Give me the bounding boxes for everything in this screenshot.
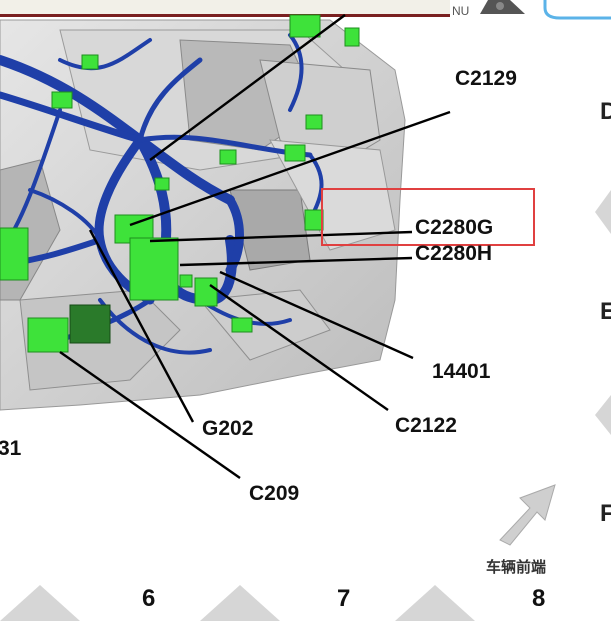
highlight-box (321, 188, 535, 246)
leader-lines (59, 14, 451, 479)
label-c2122: C2122 (395, 414, 457, 437)
label-c209: C209 (249, 482, 300, 505)
vehicle-front-arrow-icon (499, 484, 556, 546)
label-c2280g: C2280G (415, 216, 494, 239)
top-strip-fragment: NU (452, 4, 470, 18)
column-6: 6 (142, 585, 156, 612)
connector-14401-body (194, 277, 218, 307)
top-right-icon (480, 0, 611, 20)
column-8: 8 (532, 585, 546, 612)
nav-triangles (0, 190, 611, 621)
label-left-partial: 31 (0, 437, 22, 460)
column-7: 7 (337, 585, 351, 612)
top-strip (0, 0, 450, 16)
ground-connector-g202 (69, 304, 111, 344)
connectors (0, 14, 360, 353)
label-g202: G202 (202, 417, 254, 440)
connector-c209-body (27, 317, 69, 353)
label-c2280h: C2280H (415, 242, 493, 265)
connector-c2280-body (129, 237, 179, 301)
vehicle-front-label: 车辆前端 (486, 558, 547, 576)
zone-d: D (600, 98, 611, 125)
zone-f: F (600, 500, 611, 527)
connector-left-body (0, 227, 29, 281)
zone-e: E (600, 298, 611, 325)
top-strip-line (0, 14, 450, 17)
label-c2129: C2129 (455, 67, 517, 90)
label-14401: 14401 (432, 360, 491, 383)
